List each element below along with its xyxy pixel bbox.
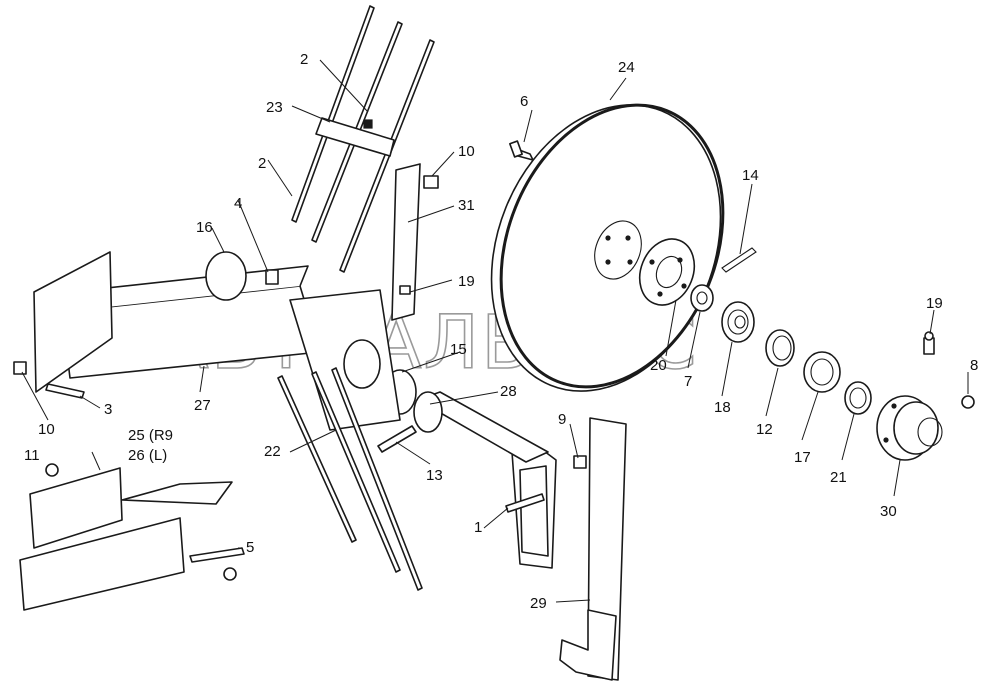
bushing-16 <box>205 251 247 301</box>
callout-22: 22 <box>264 443 281 460</box>
callout-30: 30 <box>880 503 897 520</box>
grease-fitting-right <box>923 331 935 355</box>
cotter-pin <box>721 247 757 273</box>
callout-13: 13 <box>426 467 443 484</box>
scraper-plates <box>19 467 233 611</box>
callout-31: 31 <box>458 197 475 214</box>
bolt-5 <box>189 547 245 581</box>
pin-13 <box>377 425 417 453</box>
callout-24: 24 <box>618 59 635 76</box>
callout-2-top: 2 <box>300 51 308 68</box>
scraper-bar <box>559 417 627 681</box>
callout-2-mid: 2 <box>258 155 266 172</box>
callout-5: 5 <box>246 539 254 556</box>
bearing-18 <box>721 301 755 343</box>
callout-3: 3 <box>104 401 112 418</box>
bolt-6 <box>509 140 534 161</box>
callout-21: 21 <box>830 469 847 486</box>
nut-11 <box>45 463 59 477</box>
mounting-plate <box>33 251 113 393</box>
bolt-4 <box>265 269 279 285</box>
callout-6: 6 <box>520 93 528 110</box>
bolt-1 <box>505 493 545 513</box>
callout-28: 28 <box>500 383 517 400</box>
callout-19-mid: 19 <box>458 273 475 290</box>
castle-nut <box>690 284 714 312</box>
nut-8 <box>961 395 975 409</box>
callout-23: 23 <box>266 99 283 116</box>
callout-29: 29 <box>530 595 547 612</box>
callout-10-top: 10 <box>458 143 475 160</box>
callout-14: 14 <box>742 167 759 184</box>
link-rods <box>277 5 435 591</box>
nut-10-top <box>423 175 439 189</box>
callout-9: 9 <box>558 411 566 428</box>
nut-10-left <box>13 361 27 375</box>
callout-18: 18 <box>714 399 731 416</box>
hub-30 <box>876 395 943 461</box>
hub-flange <box>638 238 696 306</box>
callout-4: 4 <box>234 195 242 212</box>
callout-labels: 1 2 2 3 4 5 6 7 8 9 10 10 11 12 13 14 15… <box>24 51 978 612</box>
callout-11: 11 <box>24 447 40 464</box>
bracket-31 <box>391 163 421 321</box>
callout-16: 16 <box>196 219 213 236</box>
clamp-23 <box>315 117 395 157</box>
bearing-17 <box>803 351 841 393</box>
callout-25: 25 (R9 <box>128 427 173 444</box>
callout-1: 1 <box>474 519 482 536</box>
callout-8: 8 <box>970 357 978 374</box>
callout-7: 7 <box>684 373 692 390</box>
seal-21 <box>844 381 872 415</box>
callout-27: 27 <box>194 397 211 414</box>
callout-12: 12 <box>756 421 773 438</box>
snap-ring <box>765 329 795 367</box>
arm-28 <box>413 391 549 463</box>
grease-fitting-left <box>399 285 411 295</box>
scraper-bracket <box>511 447 557 569</box>
leader-lines <box>21 59 969 603</box>
bolt-3 <box>45 383 85 399</box>
callout-20: 20 <box>650 357 667 374</box>
callout-10-left: 10 <box>38 421 55 438</box>
callout-26: 26 (L) <box>128 447 167 464</box>
callout-15: 15 <box>450 341 467 358</box>
callout-17: 17 <box>794 449 811 466</box>
nut-9 <box>573 455 587 469</box>
callout-19-right: 19 <box>926 295 943 312</box>
